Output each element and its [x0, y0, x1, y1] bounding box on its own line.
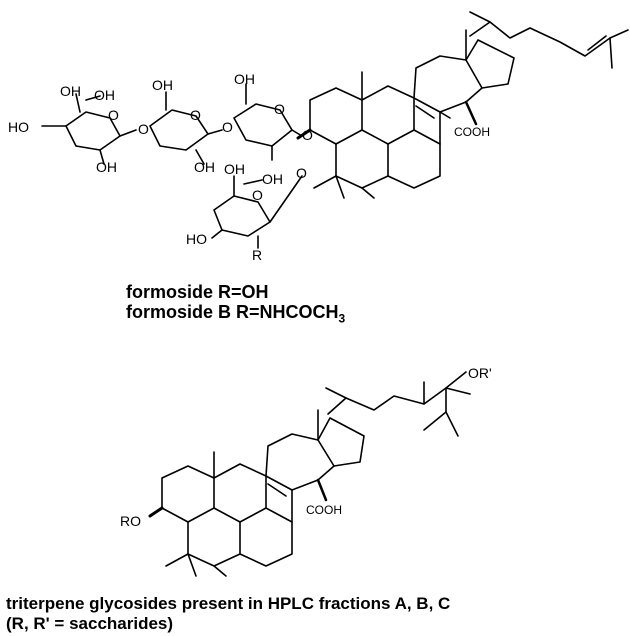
atom-label: OH: [94, 87, 115, 103]
triterpene-caption-line1: triterpene glycosides present in HPLC fr…: [6, 594, 451, 613]
atom-label: OH: [194, 159, 215, 175]
atom-label: O: [138, 121, 149, 137]
atom-label: COOH: [306, 503, 342, 517]
atom-label: O: [222, 119, 233, 135]
atom-label: OH: [262, 171, 283, 187]
atom-label: O: [296, 165, 307, 181]
formoside-caption-text: formoside B R=NHCOCH: [126, 302, 339, 322]
atom-label: O: [108, 107, 119, 123]
formoside-structure: [41, 11, 629, 249]
atom-label: OH: [96, 159, 117, 175]
atom-label: COOH: [454, 125, 490, 139]
atom-label: O: [190, 107, 201, 123]
atom-label: OH: [224, 161, 245, 177]
atom-label: OR': [468, 365, 492, 381]
formoside-caption-line1: formoside R=OH: [126, 282, 269, 302]
atom-label: OH: [60, 83, 81, 99]
atom-label: O: [274, 101, 285, 117]
triterpene-labels: OR' RO COOH: [120, 365, 492, 529]
triterpene-structure: [148, 371, 471, 577]
atom-label: RO: [120, 513, 141, 529]
atom-label: OH: [152, 77, 173, 93]
atom-label: R: [252, 247, 262, 263]
atom-label: O: [302, 127, 313, 143]
atom-label: HO: [8, 119, 29, 135]
formoside-caption-subscript: 3: [338, 311, 346, 326]
atom-label: HO: [186, 231, 207, 247]
triterpene-caption-line2: (R, R' = saccharides): [6, 614, 174, 633]
formoside-labels: OH OH HO OH OH OH OH OH OH HO R O O O O …: [8, 71, 490, 263]
formoside-caption-line2: formoside B R=NHCOCH3: [126, 302, 345, 329]
atom-label: OH: [234, 71, 255, 87]
atom-label: O: [252, 187, 263, 203]
